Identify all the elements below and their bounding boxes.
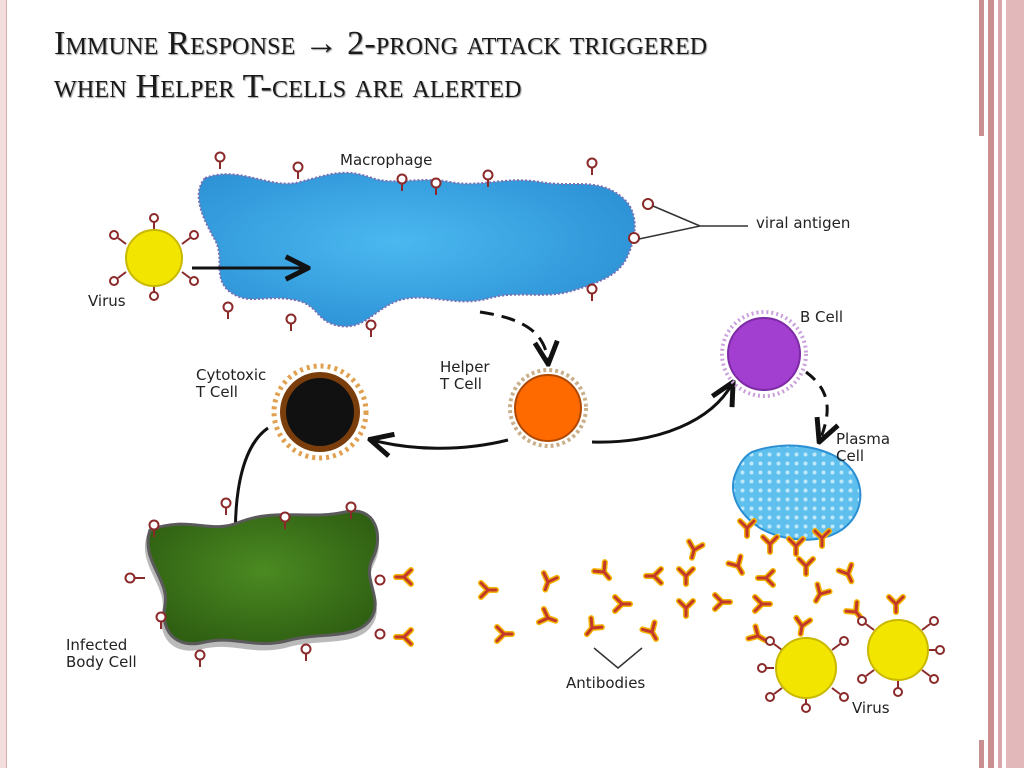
infected-body-cell-body (146, 509, 380, 646)
antibodies: Antibodies (481, 541, 903, 692)
slide-frame-right-inner-bottom (979, 740, 984, 768)
plasma-cell-body (732, 444, 862, 541)
macrophage-body (197, 171, 636, 328)
arrow-bcell-to-plasma (805, 370, 827, 440)
plasma-cell: Plasma Cell (732, 430, 890, 554)
infected-body-cell: Infected Body Cell (66, 497, 411, 671)
helper-t-cell: Helper T Cell (439, 358, 588, 448)
helper-label-line1: Helper (440, 358, 490, 376)
title-line-2: when Helper T-cells are alerted (54, 68, 522, 105)
title-line-1: Immune Response → 2-prong attack trigger… (54, 25, 708, 62)
cytotoxic-t-cell: Cytotoxic T Cell (195, 363, 369, 461)
infected-label-line1: Infected (66, 636, 127, 654)
cytotoxic-label-line2: T Cell (195, 383, 238, 401)
virus-left-label: Virus (88, 292, 126, 310)
helper-t-cell-body (514, 374, 582, 442)
slide-title: Immune Response → 2-prong attack trigger… (54, 22, 934, 108)
b-cell: B Cell (720, 308, 843, 398)
macrophage-label: Macrophage (340, 151, 432, 169)
arrow-helper-to-cytotoxic (372, 440, 509, 448)
arrow-macrophage-to-helper (479, 310, 548, 362)
macrophage: Macrophage viral antigen (197, 151, 850, 338)
slide-frame-left (0, 0, 7, 768)
virus-left-body (125, 229, 183, 287)
virus-right-b-body (867, 619, 929, 681)
helper-label-line2: T Cell (439, 375, 482, 393)
plasma-label-line2: Cell (836, 447, 864, 465)
arrow-helper-to-bcell (591, 384, 732, 444)
infected-label-line2: Body Cell (66, 653, 137, 671)
viral-antigen-label: viral antigen (756, 214, 850, 232)
slide-frame-right (988, 0, 1024, 768)
virus-right-a (757, 636, 849, 713)
virus-right-label: Virus (852, 699, 890, 717)
plasma-label-line1: Plasma (836, 430, 890, 448)
antibodies-label: Antibodies (566, 674, 645, 692)
slide-frame-right-inner-top (979, 0, 984, 136)
virus-left: Virus (88, 213, 199, 310)
cytotoxic-label-line1: Cytotoxic (196, 366, 266, 384)
virus-right-b: Virus (852, 616, 945, 717)
virus-right-a-body (775, 637, 837, 699)
b-cell-label: B Cell (800, 308, 843, 326)
b-cell-body (727, 317, 801, 391)
cytotoxic-t-cell-body (286, 378, 354, 446)
